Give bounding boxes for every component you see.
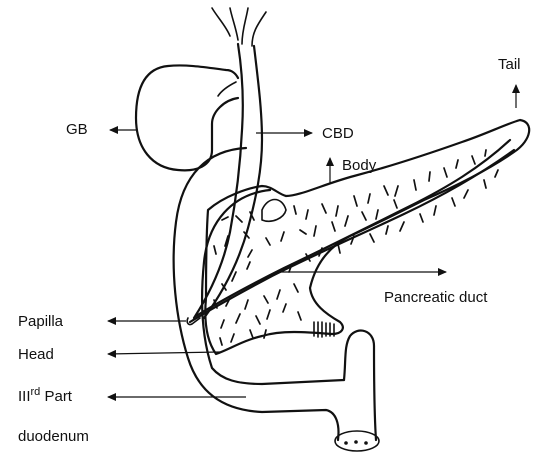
label-third-part: IIIrd Part [18,389,72,404]
duodenum-descending-end [344,331,376,440]
cut-dot [354,440,358,444]
label-tail: Tail [498,57,521,72]
label-head: Head [18,347,54,362]
label-body: Body [342,158,376,173]
gallbladder [136,65,238,170]
bile-duct-branches [212,8,266,46]
label-cbd: CBD [322,126,354,141]
third-part-word: Part [44,388,72,405]
head-arrow [108,352,220,354]
label-pancreatic-duct: Pancreatic duct [384,290,487,305]
label-papilla: Papilla [18,314,63,329]
third-part-numeral: III [18,388,31,405]
cut-dot [344,441,348,445]
third-part-suffix: rd [31,386,41,398]
label-duodenum: duodenum [18,429,89,444]
common-bile-duct [194,44,243,318]
cut-dot [364,441,368,445]
label-gb: GB [66,122,88,137]
label-arrows [108,85,516,397]
accessory-duct-outline [262,200,286,222]
pancreas-outline [205,120,529,354]
pancreas-texture [214,150,498,345]
cystic-duct [218,82,236,96]
